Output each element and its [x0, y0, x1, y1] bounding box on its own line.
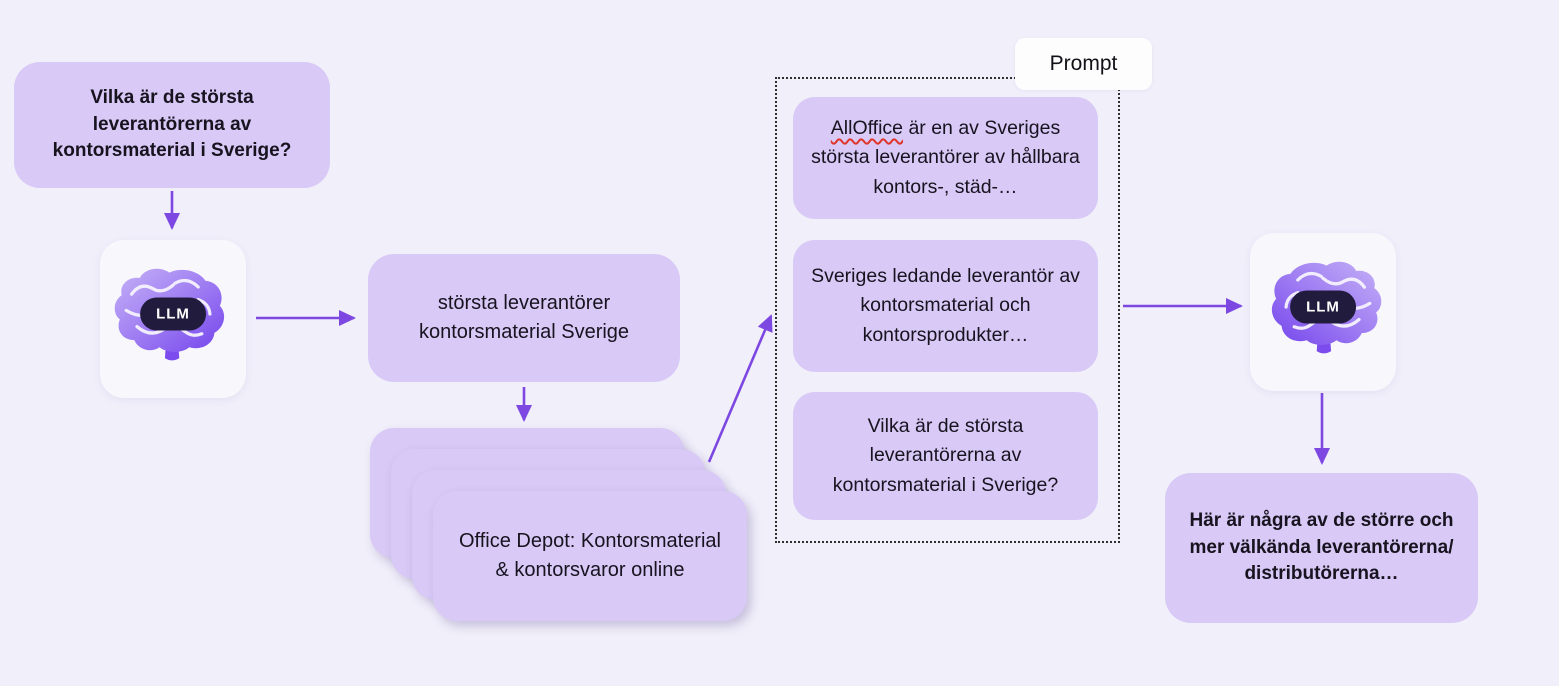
spellcheck-word: AllOffice [830, 117, 904, 140]
prompt-chunk-2: Sveriges ledande leverantör av kontorsma… [793, 240, 1098, 372]
llm-node-left: LLM [100, 240, 246, 398]
llm-label: LLM [156, 305, 190, 323]
search-query-box: största leverantörer kontorsmaterial Sve… [368, 254, 680, 382]
result-card-text: Office Depot: Kontorsmaterial & kontorsv… [459, 530, 721, 581]
prompt-chunk-3-text: Vilka är de största leverantörerna av ko… [832, 415, 1059, 496]
answer-box: Här är några av de större och mer välkän… [1165, 473, 1478, 623]
prompt-chunk-1: AllOffice är en av Sveriges största leve… [793, 97, 1098, 219]
answer-text: Här är några av de större och mer välkän… [1189, 510, 1454, 585]
user-question-text: Vilka är de största leverantörerna av ko… [52, 87, 292, 162]
llm-label-pill: LLM [1290, 290, 1356, 324]
prompt-chunk-3: Vilka är de största leverantörerna av ko… [793, 392, 1098, 520]
prompt-chunk-1-text: AllOffice är en av Sveriges största leve… [809, 114, 1082, 202]
result-card-front: Office Depot: Kontorsmaterial & kontorsv… [433, 491, 747, 621]
llm-node-right: LLM [1250, 233, 1396, 391]
llm-label-pill: LLM [140, 297, 206, 331]
search-query-text: största leverantörer kontorsmaterial Sve… [418, 292, 630, 343]
arrow-results-to-prompt [707, 314, 773, 463]
prompt-chunk-1-rest: är en av Sveriges största leverantörer a… [811, 117, 1080, 198]
prompt-label-text: Prompt [1049, 52, 1118, 75]
user-question-box: Vilka är de största leverantörerna av ko… [14, 62, 330, 188]
llm-label: LLM [1306, 298, 1340, 316]
prompt-panel-label: Prompt [1015, 38, 1152, 90]
prompt-panel [775, 77, 1120, 543]
prompt-chunk-2-text: Sveriges ledande leverantör av kontorsma… [811, 265, 1080, 346]
